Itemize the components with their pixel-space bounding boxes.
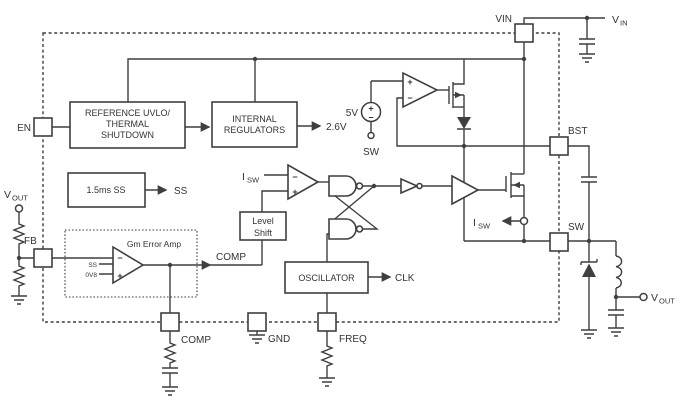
0v8-reference-label: 0V8 (85, 272, 97, 279)
gnd-pin-label: GND (268, 334, 290, 345)
vout-right-label: V (651, 292, 658, 304)
freq-pin-label: FREQ (339, 334, 367, 345)
internal-regulators-block (211, 101, 298, 148)
comp-pin (160, 312, 180, 332)
blocks (67, 101, 369, 294)
vout-right-sub: OUT (659, 297, 675, 306)
comp-net-label: COMP (216, 252, 246, 263)
gnd-pin (247, 312, 267, 332)
inverter (400, 177, 419, 195)
regulator-output-label: 2.6V (326, 122, 347, 133)
sw-reference-label: SW (363, 147, 380, 158)
fb-pin (33, 248, 53, 268)
gm-minus: − (117, 253, 122, 263)
en-pin-label: EN (17, 123, 31, 134)
reference-block-line3: SHUTDOWN (101, 130, 154, 140)
oscillator-block (284, 261, 369, 294)
5v-source-plus: + (368, 104, 373, 114)
level-shift-line2: Shift (254, 228, 273, 238)
internal-regulators-line1: INTERNAL (232, 114, 277, 124)
reference-block-line2: THERMAL (106, 119, 149, 129)
gm-error-amp-label: Gm Error Amp (127, 239, 182, 249)
labels: EN FB VIN BST SW COMP GND FREQ REFERENCE… (4, 14, 675, 346)
level-shift-block (239, 211, 287, 241)
reference-block-line1: REFERENCE UVLO/ (85, 108, 171, 118)
internal-regulators-line2: REGULATORS (224, 125, 285, 135)
fb-pin-label: FB (24, 236, 37, 247)
vin-pin-label: VIN (495, 14, 512, 25)
gm-plus: + (117, 271, 122, 281)
comp-pin-label: COMP (181, 335, 211, 346)
bst-opamp (402, 71, 439, 109)
opamp-minus: − (407, 93, 412, 103)
sw-pin (549, 232, 569, 252)
nand-gate-bottom (328, 218, 357, 240)
isw-sense-sub: SW (478, 222, 491, 231)
vout-left-sub: OUT (12, 194, 28, 203)
sw-pin-label: SW (568, 222, 585, 233)
nand-gate-top (328, 175, 357, 197)
vin-terminal-sub: IN (620, 19, 628, 28)
clk-net-label: CLK (395, 273, 415, 284)
ic-boundary (42, 32, 560, 323)
gate-driver (451, 174, 480, 206)
oscillator-label: OSCILLATOR (298, 273, 355, 283)
gm-error-amp (112, 245, 145, 285)
wires (10, 15, 648, 396)
isw-comparator-sub: SW (247, 176, 260, 185)
comparator-plus: + (292, 187, 297, 197)
en-pin (33, 117, 53, 137)
pins (33, 23, 569, 332)
level-shift-line1: Level (252, 216, 274, 226)
isw-sense-label: I (473, 217, 476, 229)
comparator-minus: − (292, 172, 297, 182)
opamp-plus: + (407, 77, 412, 87)
bst-pin (549, 136, 569, 156)
soft-start-label: 1.5ms SS (86, 185, 125, 195)
gm-error-amp-box (64, 229, 198, 298)
ss-input-label: SS (88, 262, 97, 269)
current-comparator (287, 163, 320, 201)
vin-terminal-label: V (612, 14, 619, 26)
bst-pin-label: BST (568, 126, 587, 137)
soft-start-block (67, 172, 146, 208)
vin-pin (514, 23, 534, 43)
5v-source-label: 5V (346, 108, 359, 119)
5v-source-minus: − (368, 113, 373, 123)
symbols (112, 71, 480, 285)
reference-uvlo-block (69, 101, 186, 149)
freq-pin (317, 312, 337, 332)
isw-comparator-label: I (242, 171, 245, 183)
ss-net-label: SS (174, 186, 188, 197)
vout-left-label: V (4, 189, 11, 201)
